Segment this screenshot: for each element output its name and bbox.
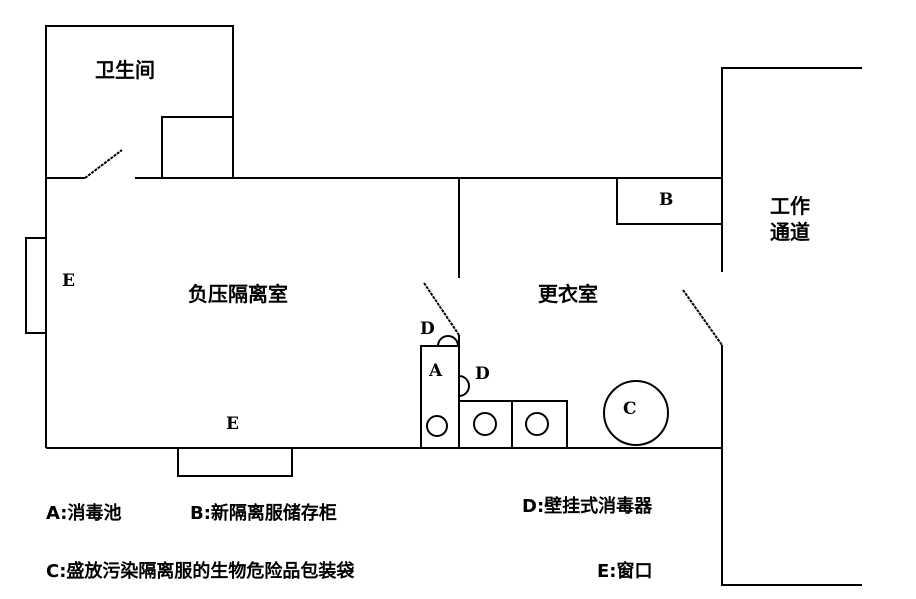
legend-d: D:壁挂式消毒器 <box>522 496 653 517</box>
sink-circle <box>473 412 497 436</box>
corridor-door <box>682 289 723 346</box>
partition-door <box>423 282 460 336</box>
legend-c: C:盛放污染隔离服的生物危险品包装袋 <box>46 561 355 582</box>
restroom-door <box>84 149 123 179</box>
legend-a: A:消毒池 <box>46 503 122 524</box>
sink-circle <box>525 412 549 436</box>
room-label-restroom: 卫生间 <box>95 58 155 82</box>
corridor-wall-lower <box>721 345 862 586</box>
legend-e: E:窗口 <box>597 561 653 582</box>
disinfector-d-top <box>437 335 459 347</box>
marker-d-side: D <box>475 364 490 384</box>
sink-box-2 <box>511 400 568 449</box>
sink-box-1 <box>458 400 513 449</box>
marker-b: B <box>659 190 674 210</box>
legend-b: B:新隔离服储存柜 <box>190 503 337 524</box>
corridor-wall-upper <box>721 67 862 272</box>
disinfector-d-side <box>458 375 470 397</box>
marker-e-left: E <box>62 271 75 291</box>
restroom-fixture <box>161 116 234 179</box>
bottom-window <box>177 448 293 477</box>
sink-circle <box>426 415 448 437</box>
biohazard-bag-c <box>603 380 669 446</box>
room-label-isolation: 负压隔离室 <box>188 282 288 306</box>
room-label-corridor-1: 工作 <box>770 194 810 218</box>
room-label-corridor-2: 通道 <box>770 220 810 244</box>
marker-a: A <box>429 361 443 381</box>
restroom-walls <box>45 25 234 178</box>
marker-e-bottom: E <box>226 414 239 434</box>
marker-d-top: D <box>420 319 435 339</box>
left-window <box>25 237 47 334</box>
room-label-changing: 更衣室 <box>538 282 598 306</box>
marker-c: C <box>623 399 637 419</box>
